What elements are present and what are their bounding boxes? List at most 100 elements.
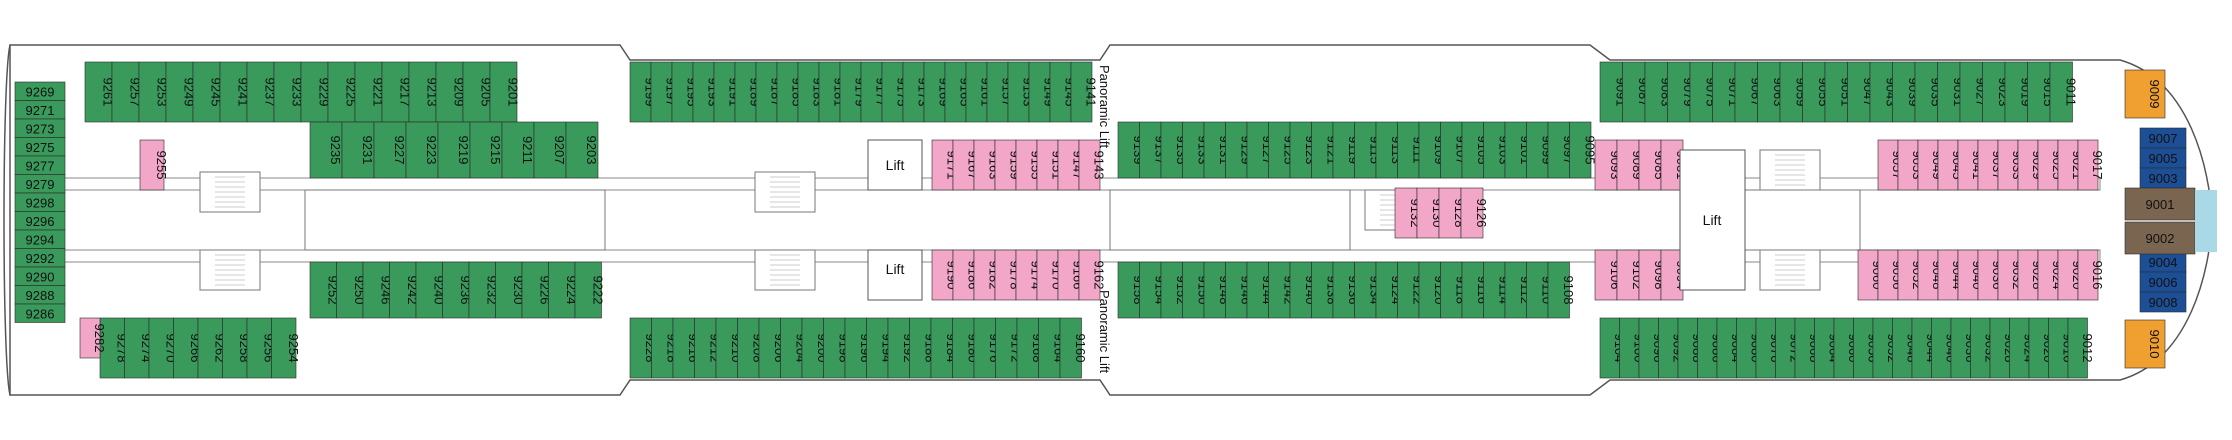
cabin-9254[interactable]: 9254 xyxy=(271,317,301,379)
cabin-9236[interactable]: 9236 xyxy=(442,261,473,319)
cabin-9294[interactable]: 9294 xyxy=(14,229,66,249)
cabin-9164[interactable]: 9164 xyxy=(1038,317,1067,379)
cabin-9237[interactable]: 9237 xyxy=(246,61,278,123)
cabin-9229[interactable]: 9229 xyxy=(300,61,332,123)
cabin-9203[interactable]: 9203 xyxy=(565,121,599,179)
cabin-9011[interactable]: 9011 xyxy=(2049,61,2078,123)
cabin-9003[interactable]: 9003 xyxy=(2139,167,2187,189)
cabin-9095[interactable]: 9095 xyxy=(1569,121,1598,179)
cabin-9005[interactable]: 9005 xyxy=(2139,147,2187,169)
cabin-9252[interactable]: 9252 xyxy=(309,261,340,319)
cabin-9230[interactable]: 9230 xyxy=(495,261,526,319)
cabin-9043[interactable]: 9043 xyxy=(1869,61,1898,123)
cabin-9140[interactable]: 9140 xyxy=(1289,261,1318,319)
cabin-9222[interactable]: 9222 xyxy=(574,261,605,319)
cabin-9296[interactable]: 9296 xyxy=(14,211,66,231)
cabin-9245[interactable]: 9245 xyxy=(192,61,224,123)
cabin-9143[interactable]: 9143 xyxy=(1078,139,1107,191)
cabin-number: 9288 xyxy=(26,288,55,303)
cabin-9253[interactable]: 9253 xyxy=(138,61,170,123)
cabin-9227[interactable]: 9227 xyxy=(373,121,407,179)
cabin-9016[interactable]: 9016 xyxy=(2077,249,2105,301)
cabin-9141[interactable]: 9141 xyxy=(1070,61,1099,123)
cabin-9258[interactable]: 9258 xyxy=(222,317,252,379)
cabin-number: 9016 xyxy=(2090,261,2105,290)
cabin-9207[interactable]: 9207 xyxy=(533,121,567,179)
cabin-9205[interactable]: 9205 xyxy=(462,61,494,123)
cabin-9131[interactable]: 9131 xyxy=(1203,121,1232,179)
cabin-9233[interactable]: 9233 xyxy=(273,61,305,123)
cabin-box xyxy=(2049,61,2073,123)
cabin-9235[interactable]: 9235 xyxy=(309,121,343,179)
cabin-9226[interactable]: 9226 xyxy=(521,261,552,319)
cabin-9271[interactable]: 9271 xyxy=(14,100,66,120)
cabin-9126[interactable]: 9126 xyxy=(1460,187,1489,239)
cabin-number: 9126 xyxy=(1474,199,1489,228)
cabin-number: 9207 xyxy=(552,136,567,165)
cabin-9257[interactable]: 9257 xyxy=(111,61,143,123)
cabin-9017[interactable]: 9017 xyxy=(2077,139,2105,191)
panoramic-lift-label-bottom: Panoramic Lift xyxy=(1097,290,1112,373)
cabin-9232[interactable]: 9232 xyxy=(468,261,499,319)
cabin-9262[interactable]: 9262 xyxy=(197,317,227,379)
cabin-9170[interactable]: 9170 xyxy=(1036,249,1065,301)
cabin-9273[interactable]: 9273 xyxy=(14,118,66,138)
cabin-9223[interactable]: 9223 xyxy=(405,121,439,179)
cabin-9215[interactable]: 9215 xyxy=(469,121,503,179)
cabin-9010[interactable]: 9010 xyxy=(2124,319,2166,369)
cabin-9231[interactable]: 9231 xyxy=(341,121,375,179)
cabin-box xyxy=(111,61,140,123)
cabin-9217[interactable]: 9217 xyxy=(381,61,413,123)
cabin-9275[interactable]: 9275 xyxy=(14,137,66,157)
cabin-9240[interactable]: 9240 xyxy=(415,261,446,319)
lift-layer: Lift Lift Lift Panoramic Lift Panoramic … xyxy=(867,65,1746,373)
cabin-box xyxy=(309,121,343,179)
cabin-9224[interactable]: 9224 xyxy=(548,261,579,319)
cabin-9255[interactable]: 9255 xyxy=(139,139,169,191)
cabin-9219[interactable]: 9219 xyxy=(437,121,471,179)
cabin-9298[interactable]: 9298 xyxy=(14,192,66,212)
cabin-9006[interactable]: 9006 xyxy=(2139,271,2187,293)
cabin-9292[interactable]: 9292 xyxy=(14,248,66,268)
cabin-9008[interactable]: 9008 xyxy=(2139,291,2187,313)
cabin-9225[interactable]: 9225 xyxy=(327,61,359,123)
cabin-9012[interactable]: 9012 xyxy=(2067,317,2095,379)
cabin-9288[interactable]: 9288 xyxy=(14,285,66,305)
cabin-9277[interactable]: 9277 xyxy=(14,155,66,175)
cabin-9286[interactable]: 9286 xyxy=(14,303,66,323)
cabin-box xyxy=(84,61,113,123)
cabin-9108[interactable]: 9108 xyxy=(1547,261,1576,319)
cabin-9007[interactable]: 9007 xyxy=(2139,127,2187,149)
cabin-9209[interactable]: 9209 xyxy=(435,61,467,123)
cabin-9160[interactable]: 9160 xyxy=(1059,317,1088,379)
cabin-9213[interactable]: 9213 xyxy=(408,61,440,123)
cabin-9279[interactable]: 9279 xyxy=(14,174,66,194)
cabin-9290[interactable]: 9290 xyxy=(14,266,66,286)
cabin-9162[interactable]: 9162 xyxy=(1078,249,1107,301)
cabin-9274[interactable]: 9274 xyxy=(124,317,154,379)
stair-block xyxy=(1759,149,1821,191)
cabin-9242[interactable]: 9242 xyxy=(389,261,420,319)
cabin-9221[interactable]: 9221 xyxy=(354,61,386,123)
cabin-number: 9254 xyxy=(286,334,301,363)
cabin-9246[interactable]: 9246 xyxy=(362,261,393,319)
cabin-box xyxy=(138,61,167,123)
cabin-9269[interactable]: 9269 xyxy=(14,81,66,101)
cabin-9001[interactable]: 9001 xyxy=(2124,187,2196,221)
cabin-9241[interactable]: 9241 xyxy=(219,61,251,123)
cabin-9002[interactable]: 9002 xyxy=(2124,221,2196,255)
cabin-9249[interactable]: 9249 xyxy=(165,61,197,123)
cabin-9135[interactable]: 9135 xyxy=(1160,121,1189,179)
cabin-9211[interactable]: 9211 xyxy=(501,121,535,179)
cabin-9261[interactable]: 9261 xyxy=(84,61,116,123)
cabin-box xyxy=(1059,317,1082,379)
cabin-9282[interactable]: 9282 xyxy=(79,317,107,359)
cabin-9169[interactable]: 9169 xyxy=(923,61,952,123)
center-lobby xyxy=(304,189,606,251)
cabin-9009[interactable]: 9009 xyxy=(2124,69,2166,119)
cabin-9201[interactable]: 9201 xyxy=(489,61,521,123)
cabin-9250[interactable]: 9250 xyxy=(336,261,367,319)
cabin-9004[interactable]: 9004 xyxy=(2139,251,2187,273)
